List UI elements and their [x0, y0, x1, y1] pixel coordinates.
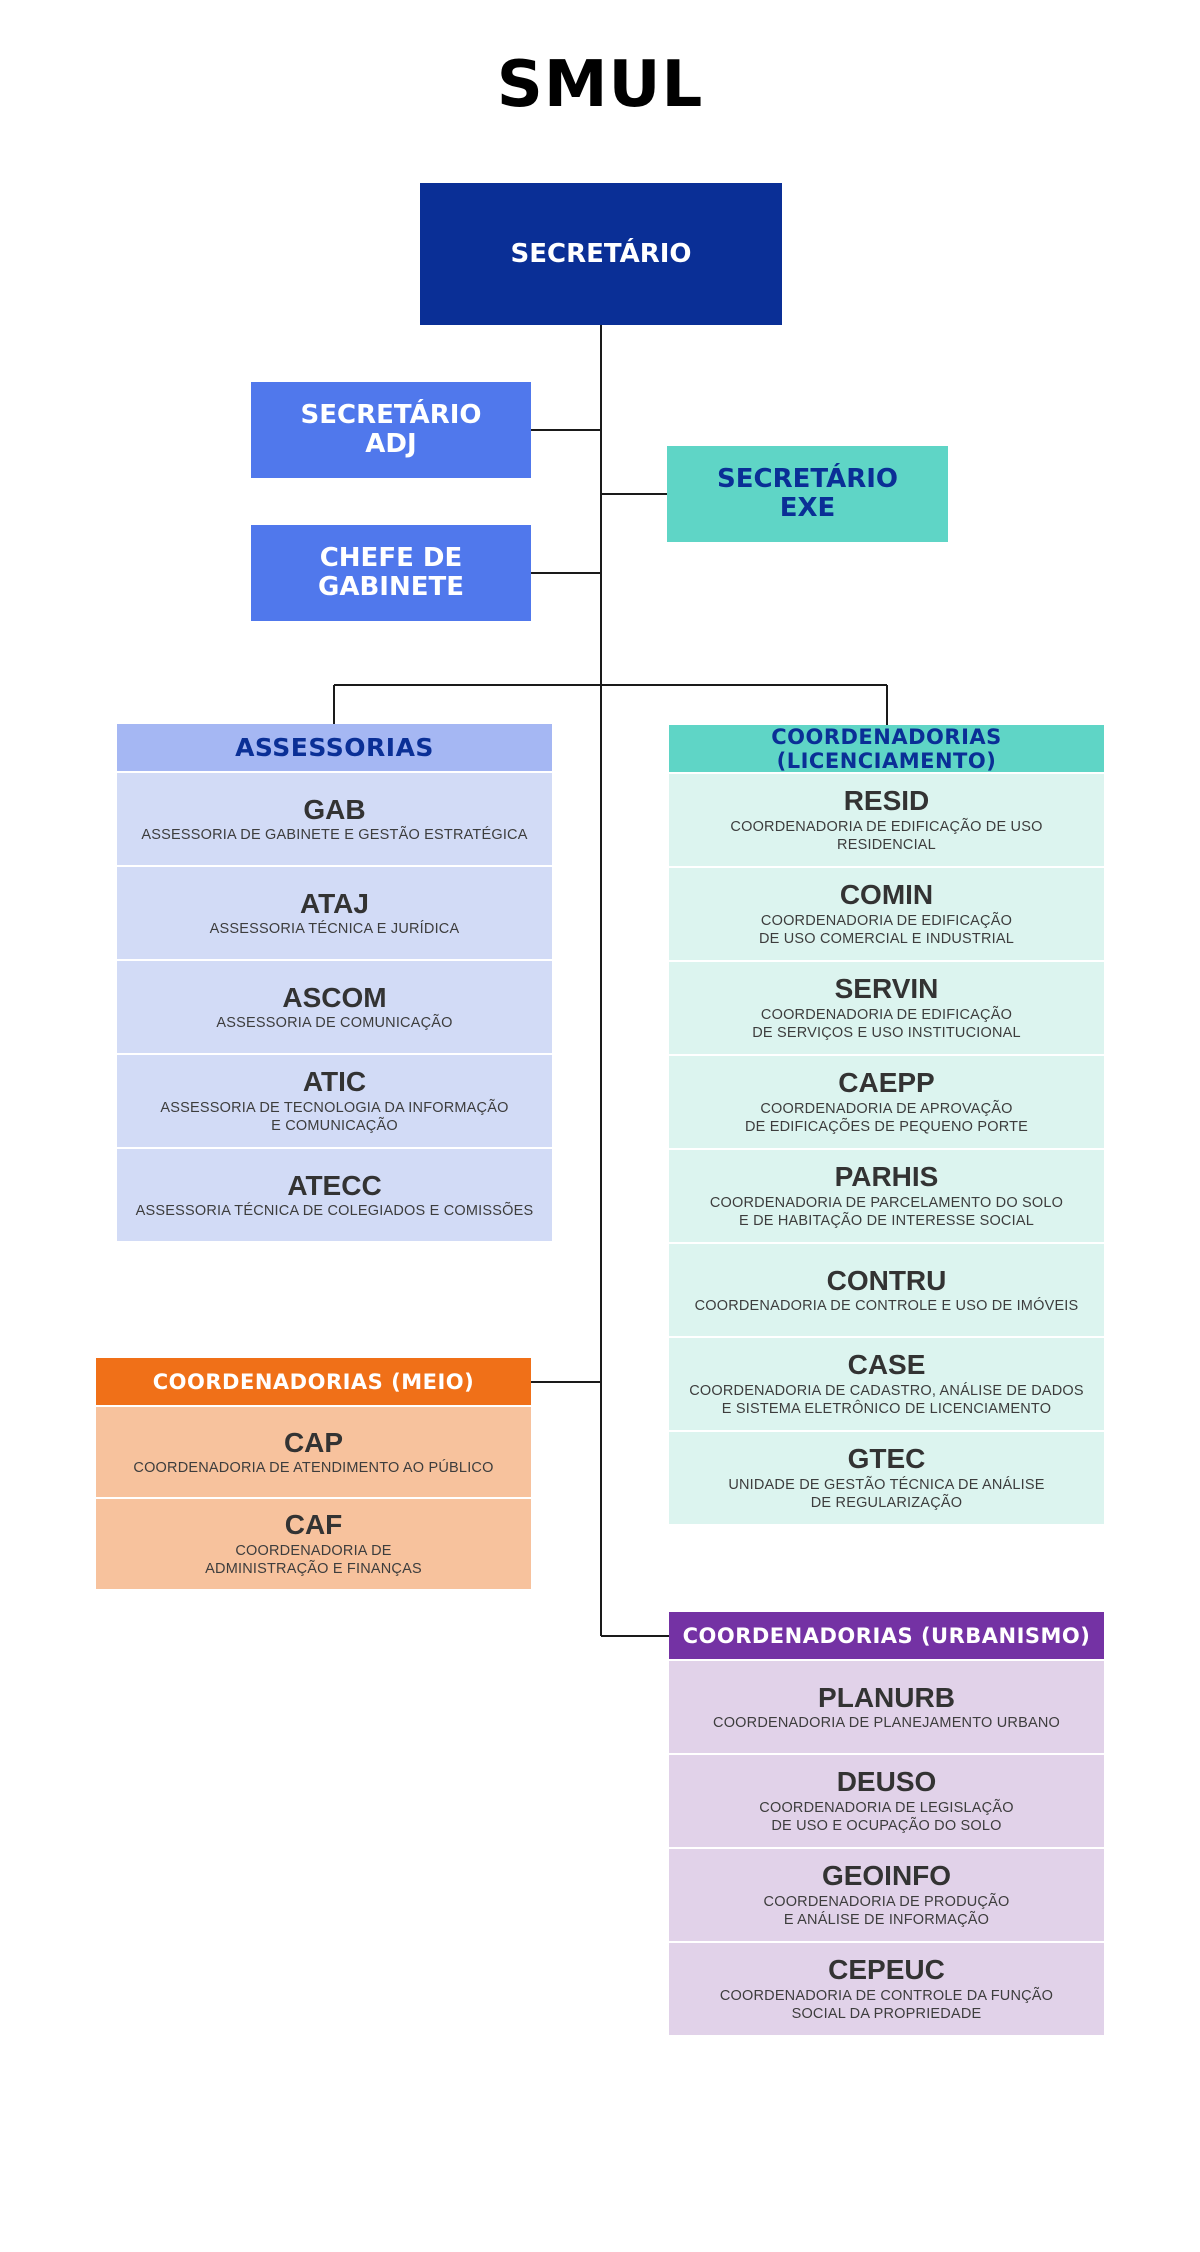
unit-atecc: ATECC ASSESSORIA TÉCNICA DE COLEGIADOS E… — [117, 1147, 552, 1241]
unit-code: PARHIS — [834, 1161, 939, 1193]
unit-code: CASE — [847, 1349, 926, 1381]
unit-description: COORDENADORIA DE LEGISLAÇÃO DE USO E OCU… — [759, 1799, 1014, 1835]
unit-code: GAB — [303, 793, 366, 825]
unit-description: UNIDADE DE GESTÃO TÉCNICA DE ANÁLISE DE … — [728, 1476, 1045, 1512]
unit-description: COORDENADORIA DE CONTROLE DA FUNÇÃO SOCI… — [719, 1987, 1054, 2023]
unit-description: ASSESSORIA DE GABINETE E GESTÃO ESTRATÉG… — [141, 826, 528, 843]
unit-code: ATAJ — [300, 887, 369, 919]
node-secretario: SECRETÁRIO — [420, 183, 782, 325]
page-title: SMUL — [496, 48, 704, 122]
unit-code: GTEC — [847, 1443, 926, 1475]
unit-deuso: DEUSO COORDENADORIA DE LEGISLAÇÃO DE USO… — [669, 1753, 1104, 1847]
unit-code: PLANURB — [818, 1681, 955, 1713]
unit-code: ATECC — [287, 1169, 382, 1201]
unit-description: COORDENADORIA DE EDIFICAÇÃO DE USO RESID… — [730, 818, 1043, 854]
unit-caepp: CAEPP COORDENADORIA DE APROVAÇÃO DE EDIF… — [669, 1054, 1104, 1148]
unit-description: ASSESSORIA TÉCNICA DE COLEGIADOS E COMIS… — [135, 1202, 534, 1219]
panel-header-urbanismo: COORDENADORIAS (URBANISMO) — [669, 1612, 1104, 1659]
panel-header-meio: COORDENADORIAS (MEIO) — [96, 1358, 531, 1405]
unit-description: COORDENADORIA DE ADMINISTRAÇÃO E FINANÇA… — [205, 1542, 422, 1578]
unit-description: COORDENADORIA DE PRODUÇÃO E ANÁLISE DE I… — [763, 1893, 1010, 1929]
panel-licenciamento: COORDENADORIAS (LICENCIAMENTO) RESID COO… — [669, 725, 1104, 1524]
unit-code: COMIN — [839, 879, 934, 911]
panel-meio: COORDENADORIAS (MEIO) CAP COORDENADORIA … — [96, 1358, 531, 1589]
unit-description: COORDENADORIA DE CONTROLE E USO DE IMÓVE… — [694, 1297, 1079, 1314]
unit-resid: RESID COORDENADORIA DE EDIFICAÇÃO DE USO… — [669, 772, 1104, 866]
unit-code: CAF — [284, 1509, 343, 1541]
unit-description: COORDENADORIA DE CADASTRO, ANÁLISE DE DA… — [689, 1382, 1084, 1418]
panel-header-licenciamento: COORDENADORIAS (LICENCIAMENTO) — [669, 725, 1104, 773]
unit-code: ATIC — [302, 1066, 367, 1098]
unit-description: COORDENADORIA DE EDIFICAÇÃO DE SERVIÇOS … — [752, 1006, 1021, 1042]
panel-urbanismo: COORDENADORIAS (URBANISMO) PLANURB COORD… — [669, 1612, 1104, 2035]
unit-cepeuc: CEPEUC COORDENADORIA DE CONTROLE DA FUNÇ… — [669, 1941, 1104, 2035]
unit-parhis: PARHIS COORDENADORIA DE PARCELAMENTO DO … — [669, 1148, 1104, 1242]
unit-code: CONTRU — [826, 1264, 947, 1296]
unit-ataj: ATAJ ASSESSORIA TÉCNICA E JURÍDICA — [117, 865, 552, 959]
unit-caf: CAF COORDENADORIA DE ADMINISTRAÇÃO E FIN… — [96, 1497, 531, 1589]
unit-servin: SERVIN COORDENADORIA DE EDIFICAÇÃO DE SE… — [669, 960, 1104, 1054]
unit-description: COORDENADORIA DE APROVAÇÃO DE EDIFICAÇÕE… — [744, 1100, 1029, 1136]
unit-comin: COMIN COORDENADORIA DE EDIFICAÇÃO DE USO… — [669, 866, 1104, 960]
unit-code: ASCOM — [282, 981, 387, 1013]
unit-cap: CAP COORDENADORIA DE ATENDIMENTO AO PÚBL… — [96, 1405, 531, 1497]
unit-atic: ATIC ASSESSORIA DE TECNOLOGIA DA INFORMA… — [117, 1053, 552, 1147]
unit-ascom: ASCOM ASSESSORIA DE COMUNICAÇÃO — [117, 959, 552, 1053]
unit-gtec: GTEC UNIDADE DE GESTÃO TÉCNICA DE ANÁLIS… — [669, 1430, 1104, 1524]
unit-description: ASSESSORIA DE TECNOLOGIA DA INFORMAÇÃO E… — [160, 1099, 509, 1135]
unit-description: COORDENADORIA DE ATENDIMENTO AO PÚBLICO — [133, 1459, 494, 1476]
panel-header-assessorias: ASSESSORIAS — [117, 724, 552, 771]
unit-code: CAP — [283, 1426, 344, 1458]
unit-code: SERVIN — [834, 973, 939, 1005]
unit-code: CEPEUC — [828, 1954, 945, 1986]
unit-code: RESID — [843, 785, 930, 817]
unit-description: ASSESSORIA DE COMUNICAÇÃO — [216, 1014, 453, 1031]
unit-code: DEUSO — [836, 1766, 937, 1798]
unit-planurb: PLANURB COORDENADORIA DE PLANEJAMENTO UR… — [669, 1659, 1104, 1753]
unit-code: GEOINFO — [821, 1860, 952, 1892]
unit-contru: CONTRU COORDENADORIA DE CONTROLE E USO D… — [669, 1242, 1104, 1336]
panel-assessorias: ASSESSORIAS GAB ASSESSORIA DE GABINETE E… — [117, 724, 552, 1241]
node-secretario-exe: SECRETÁRIO EXE — [667, 446, 948, 542]
unit-case: CASE COORDENADORIA DE CADASTRO, ANÁLISE … — [669, 1336, 1104, 1430]
node-secretario-adj: SECRETÁRIO ADJ — [251, 382, 531, 478]
unit-gab: GAB ASSESSORIA DE GABINETE E GESTÃO ESTR… — [117, 771, 552, 865]
unit-geoinfo: GEOINFO COORDENADORIA DE PRODUÇÃO E ANÁL… — [669, 1847, 1104, 1941]
unit-code: CAEPP — [838, 1067, 935, 1099]
node-chefe-gabinete: CHEFE DE GABINETE — [251, 525, 531, 621]
unit-description: ASSESSORIA TÉCNICA E JURÍDICA — [209, 920, 460, 937]
unit-description: COORDENADORIA DE EDIFICAÇÃO DE USO COMER… — [758, 912, 1015, 948]
unit-description: COORDENADORIA DE PLANEJAMENTO URBANO — [713, 1714, 1060, 1731]
unit-description: COORDENADORIA DE PARCELAMENTO DO SOLO E … — [709, 1194, 1064, 1230]
